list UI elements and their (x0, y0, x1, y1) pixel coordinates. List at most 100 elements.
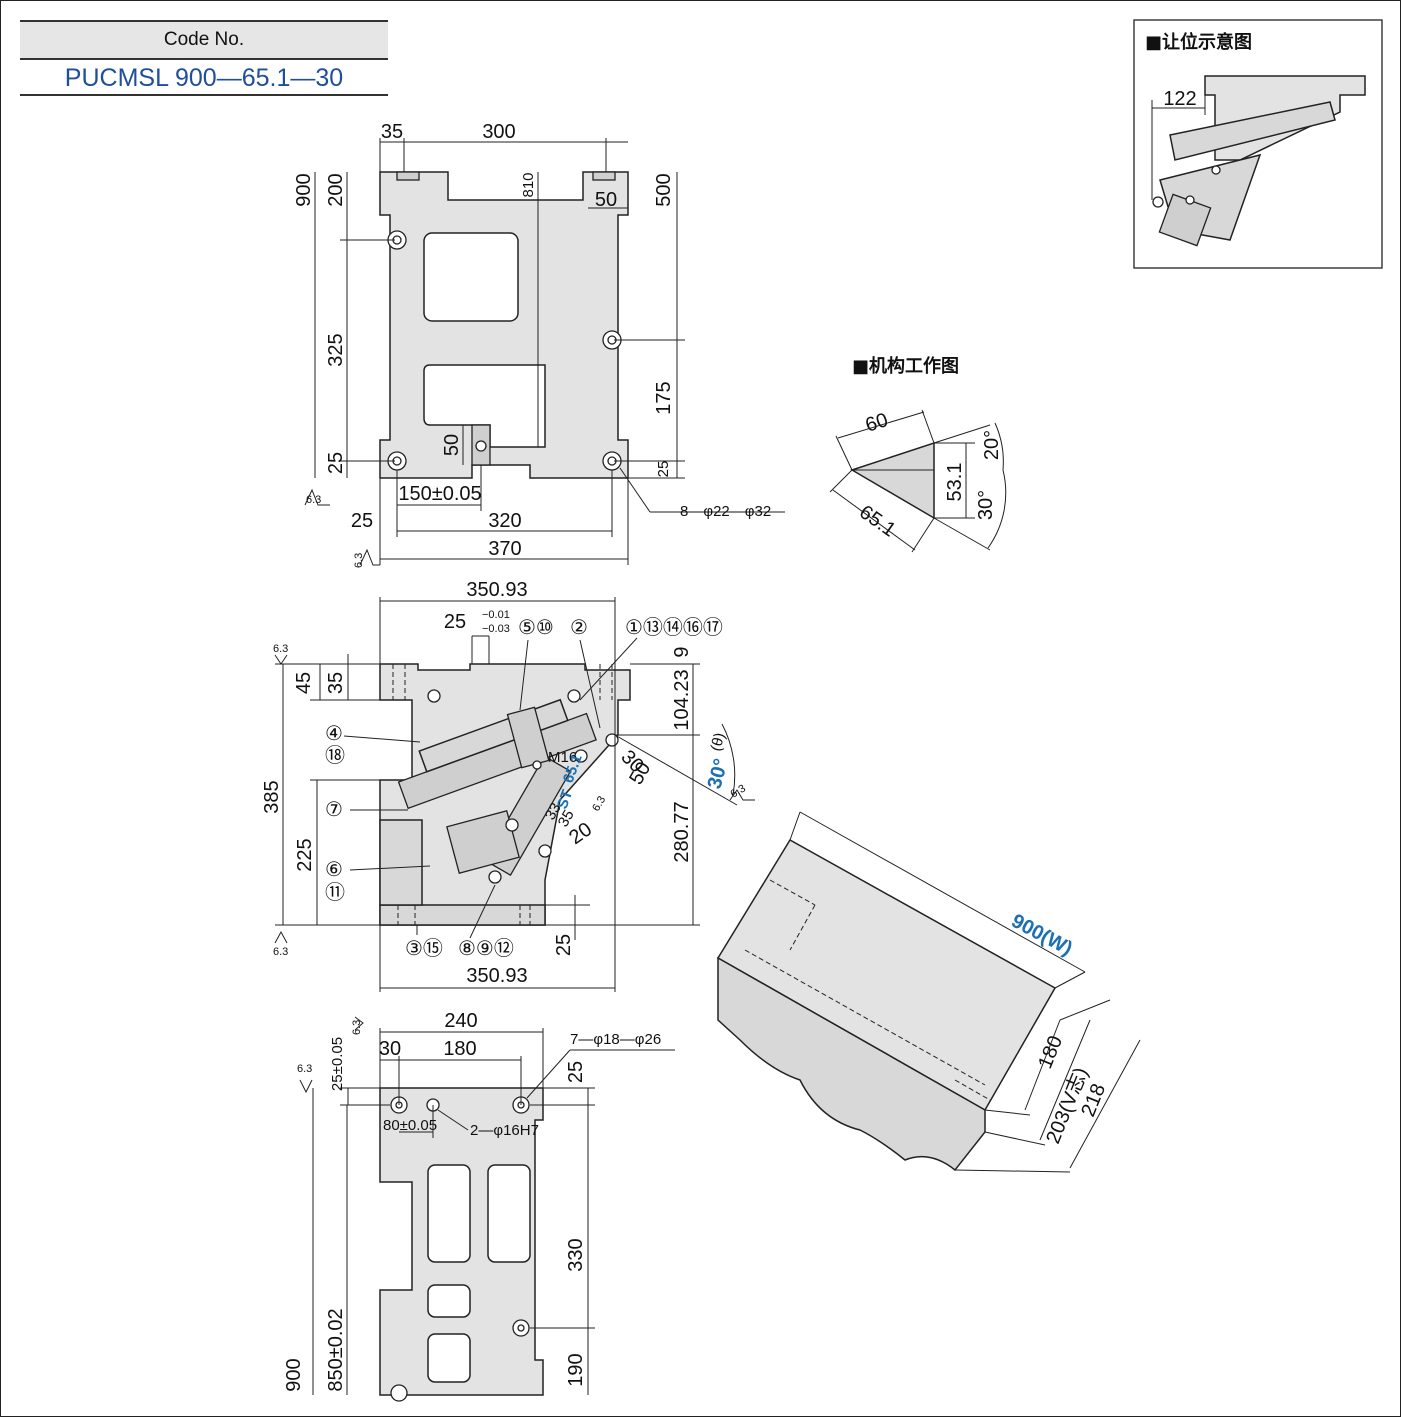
dim-300: 300 (482, 121, 515, 143)
dim-175: 175 (653, 381, 675, 414)
hole-icon (574, 749, 588, 763)
hole-icon (1185, 195, 1195, 205)
callout-11: ⑪ (325, 881, 345, 904)
hole-inner-icon (517, 1324, 525, 1332)
callout-3-15: ③⑮ (405, 937, 443, 960)
dim-25-tol: 25 (444, 611, 466, 633)
dim-25-base: 25 (553, 934, 575, 956)
dim-25-bottom: 25 (351, 510, 373, 532)
stroke-label: ST (554, 788, 577, 812)
dim-25: 25 (565, 1061, 587, 1083)
dim-30: 30 (379, 1038, 401, 1060)
bottom-window (427, 1333, 471, 1383)
top-dim-lines (304, 138, 785, 566)
roughness-mark: 6.3 (273, 643, 288, 655)
dim-325: 325 (325, 333, 347, 366)
top-key-hole (475, 440, 487, 452)
dim-810: 810 (520, 172, 537, 197)
hole-icon (567, 689, 581, 703)
dim-35-side: 35 (325, 672, 347, 694)
top-slot-right (592, 171, 616, 181)
iso-hidden-lines (744, 879, 991, 1101)
top-window-upper (423, 232, 519, 322)
dim-150-tol: 150±0.05 (398, 483, 481, 505)
dim-25-right: 25 (655, 461, 672, 478)
side-hidden-lines (392, 664, 613, 925)
roughness-mark: 6.3 (306, 494, 321, 506)
code-number-label: Code No. (20, 20, 388, 60)
tol-upper: −0.01 (482, 609, 510, 621)
clearance-slider (1169, 101, 1336, 161)
callout-1-17: ①⑬⑭⑯⑰ (625, 616, 723, 639)
side-pusher-block (446, 809, 520, 875)
callout-8-12: ⑧⑨⑫ (458, 937, 514, 960)
angle-30: 30° (704, 756, 733, 791)
dim-280: 280.77 (671, 801, 693, 862)
dim-104: 104.23 (671, 669, 693, 730)
holes-spec: 7—φ18—φ26 (570, 1031, 661, 1048)
dim-bottom-350: 350.93 (466, 965, 527, 987)
angle-theta: (θ) (707, 731, 728, 753)
top-slot-left (396, 171, 420, 181)
roughness-mark: 6.3 (273, 946, 288, 958)
top-window-lower (423, 364, 546, 448)
dim-45: 45 (293, 672, 315, 694)
side-dim-lines (274, 597, 755, 992)
mechanism-triangle (850, 441, 935, 520)
hole-icon (390, 1384, 408, 1402)
dim-240: 240 (444, 1010, 477, 1032)
dim-9: 9 (671, 646, 693, 657)
iso-dim-180: 180 (1034, 1033, 1067, 1072)
dim-80-tol: 80±0.05 (383, 1117, 437, 1134)
isometric-view: 900(W) 180 203(V志) 218 (716, 811, 1141, 1173)
hole-icon (1211, 165, 1221, 175)
dim-225: 225 (294, 838, 316, 871)
clearance-dim-lines (1151, 95, 1206, 200)
roughness-mark: 6.3 (351, 1020, 363, 1035)
dim-850-tol: 850±0.02 (325, 1308, 347, 1391)
pins-spec: 2—φ16H7 (470, 1122, 539, 1139)
mech-dim-53: 53.1 (944, 463, 966, 502)
mech-dim-60: 60 (863, 409, 891, 437)
callout-2: ② (570, 617, 588, 639)
mechanism-dim-lines (829, 409, 1007, 553)
dim-900: 900 (293, 173, 315, 206)
mechanism-heading: ■机构工作图 (852, 355, 959, 377)
hole-icon (427, 689, 441, 703)
bottom-window (427, 1164, 471, 1263)
dim-500: 500 (653, 173, 675, 206)
holes-spec: 8—φ22—φ32 (680, 503, 771, 520)
side-holes (427, 689, 619, 884)
dim-180: 180 (443, 1038, 476, 1060)
dim-385: 385 (261, 780, 283, 813)
roughness-mark: 6.3 (353, 553, 365, 568)
bottom-window (427, 1284, 471, 1318)
callout-7: ⑦ (325, 799, 343, 821)
code-number-value: PUCMSL 900—65.1—30 (20, 60, 388, 96)
dim-35: 35 (381, 121, 403, 143)
dim-370: 370 (488, 538, 521, 560)
roughness-mark: 6.3 (297, 1063, 312, 1075)
clearance-diagram: ■让位示意图 122 (1133, 19, 1383, 269)
dim-200: 200 (325, 173, 347, 206)
dim-50-key: 50 (441, 434, 463, 456)
dim-25-left: 25 (325, 452, 347, 474)
callout-6: ⑥ (325, 859, 343, 881)
callout-18: ⑱ (325, 744, 345, 767)
roughness-mark: 6.3 (590, 794, 608, 813)
hole-icon (505, 818, 519, 832)
iso-side-face (717, 956, 986, 1172)
dim-190: 190 (565, 1353, 587, 1386)
code-number-box: Code No. PUCMSL 900—65.1—30 (20, 20, 388, 96)
dim-330: 330 (565, 1238, 587, 1271)
hole-icon (488, 870, 502, 884)
callout-4: ④ (325, 723, 343, 745)
side-view: 350.93 25 −0.01 −0.03 9 104.23 45 35 385… (261, 579, 755, 992)
hole-icon (1152, 196, 1164, 208)
bottom-dim-lines (299, 1016, 675, 1395)
side-left-block (379, 819, 423, 906)
mech-angle-30: 30° (975, 490, 997, 520)
bottom-window (487, 1164, 531, 1263)
dim-33: 33 (542, 800, 565, 823)
